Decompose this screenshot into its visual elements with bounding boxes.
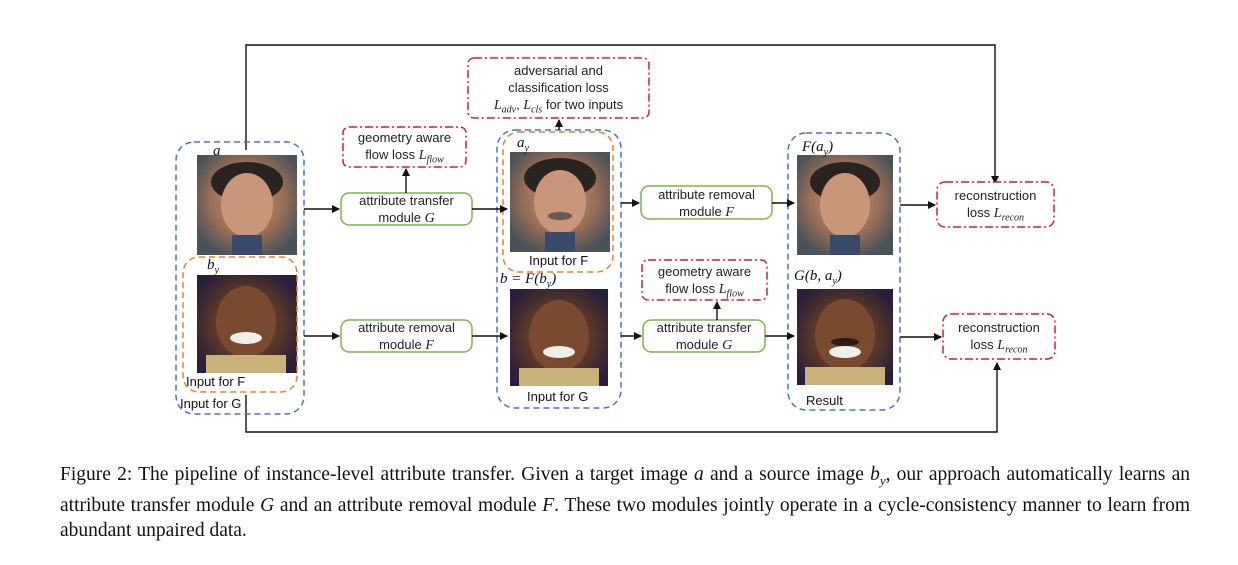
module-transfer-G-top-text: attribute transfer module G [359,193,454,226]
loss-geometry-top-text: geometry aware flow loss Lflow [357,130,452,166]
loss-box-recon-bottom [942,313,1056,360]
face-image-a [197,155,297,255]
loss-box-adversarial [467,57,650,119]
loss-box-recon-top [936,181,1055,228]
label-input-for-F-left: Input for F [186,374,246,389]
module-transfer-G-bottom-text: attribute transfer module G [656,320,752,353]
module-removal-F-top-text: attribute removal module F [658,187,755,220]
group-input-for-G-left [175,141,305,415]
face-image-ay [510,152,610,252]
loss-adversarial-text: adversarial and classification loss Ladv… [493,63,624,116]
face-image-F-ay [797,155,893,255]
loss-geometry-bottom-text: geometry aware flow loss Lflow [657,264,752,300]
label-G-b-ay: G(b, ay) [794,268,842,287]
label-result: Result [806,393,843,408]
group-input-for-F-middle [502,131,614,273]
label-input-for-G-middle: Input for G [527,389,589,404]
pipeline-diagram [175,44,1056,433]
label-input-for-F-middle: Input for F [529,253,589,268]
figure-caption: Figure 2: The pipeline of instance-level… [60,464,1191,541]
loss-box-geometry-bottom [641,259,768,301]
face-image-b [510,289,608,386]
face-image-G-b-ay [797,289,893,385]
label-F-ay: F(ay) [802,139,834,158]
group-result [787,132,901,411]
loss-box-geometry-top [342,126,467,168]
face-image-by [197,275,297,373]
label-input-for-G-left: Input for G [180,396,242,411]
label-a-y: ay [517,135,529,154]
loop-top-line [245,44,999,184]
loss-recon-bottom-text: reconstruction loss Lrecon [958,320,1040,356]
label-b-eq-F-by: b = F(by) [500,271,557,290]
loss-recon-top-text: reconstruction loss Lrecon [954,188,1037,224]
group-input-for-F-left [182,256,298,393]
label-b-y: by [207,257,219,276]
label-a: a [213,143,221,159]
module-removal-F-bottom-text: attribute removal module F [358,320,455,353]
